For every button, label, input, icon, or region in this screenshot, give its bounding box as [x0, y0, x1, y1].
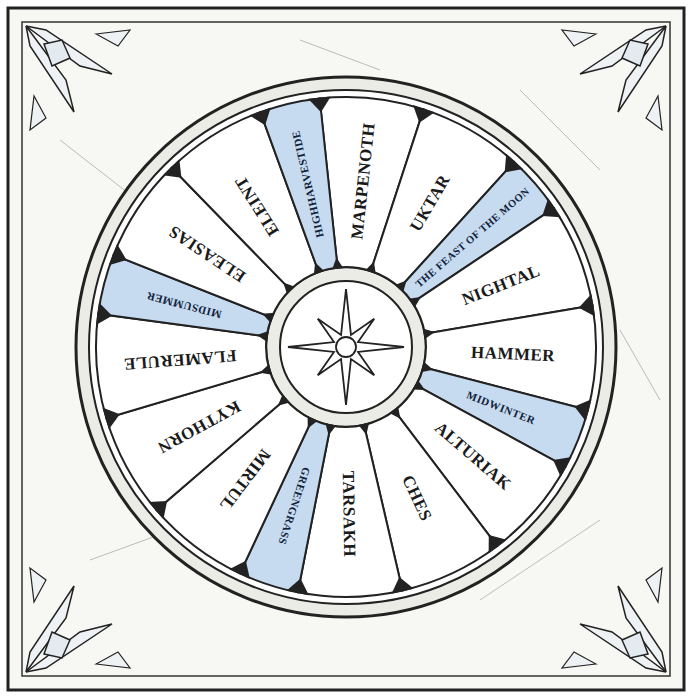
corner-crystals: [26, 26, 130, 130]
compass-star: [288, 289, 404, 405]
outer-frame: [8, 8, 684, 690]
hub-tick: [283, 282, 295, 294]
inner-rim: [89, 90, 603, 604]
hub-tick: [423, 328, 435, 339]
rim-tick: [149, 501, 168, 519]
hub-tick: [389, 406, 400, 418]
rim-tick: [163, 159, 181, 178]
outer-rim: [76, 77, 616, 617]
hub-tick: [408, 297, 420, 308]
rim-tick: [287, 579, 309, 596]
rim-tick: [102, 408, 119, 430]
hub-tick: [260, 364, 272, 375]
hub-tick: [314, 262, 324, 274]
corner-crystals: [562, 26, 666, 130]
segment-wedge: [260, 98, 337, 271]
hub-tick: [413, 380, 425, 390]
rim-tick: [489, 535, 507, 554]
rim-tick: [542, 198, 561, 217]
hub-tick: [395, 280, 407, 292]
rim-tick: [392, 577, 414, 594]
rim-tick: [229, 561, 250, 579]
segment-outline: [257, 95, 341, 275]
hub-tick: [257, 331, 269, 342]
rim-tick: [249, 108, 270, 126]
corner-crystals: [562, 568, 666, 672]
month-name: HAMMER: [470, 344, 555, 365]
rim-tick: [96, 302, 112, 325]
hub-center: [336, 337, 356, 357]
crystal: [44, 40, 70, 66]
crystal: [30, 96, 46, 130]
corner-crystals: [26, 568, 130, 672]
rim-tick: [574, 399, 591, 421]
hub-inner-ring: [280, 281, 412, 413]
rim-tick: [553, 457, 571, 477]
hub-tick: [365, 261, 375, 273]
hub-tick: [278, 394, 290, 405]
hub-tick: [421, 362, 433, 373]
crystal: [96, 30, 130, 46]
hub-tick: [325, 423, 336, 435]
rim-tick: [579, 294, 595, 316]
hub-tick: [262, 313, 274, 323]
rim-tick: [308, 96, 331, 112]
month-name: TARSAKH: [340, 471, 358, 558]
rim-tick: [109, 244, 127, 265]
hub-tick: [308, 416, 318, 428]
rim-tick: [413, 105, 435, 123]
hub-tick: [358, 423, 369, 435]
rim-tick: [505, 154, 523, 173]
inner-frame: [22, 22, 670, 676]
festival-segment: HIGHHARVESTIDE: [257, 95, 341, 275]
hub-tick: [332, 258, 343, 270]
